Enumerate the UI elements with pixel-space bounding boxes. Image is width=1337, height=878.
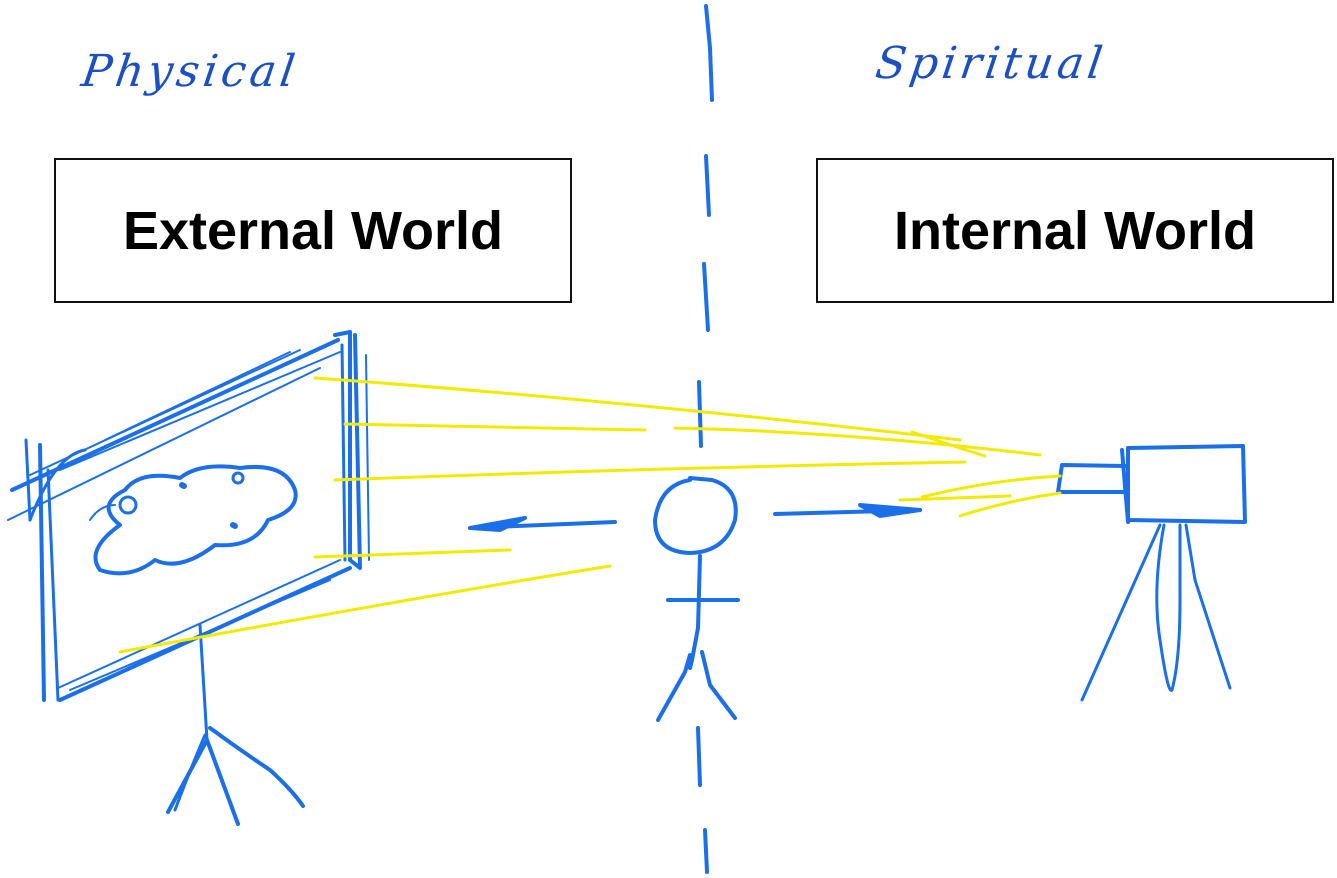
light-rays	[120, 378, 1060, 652]
spiritual-label: Spiritual	[872, 38, 1109, 89]
external-world-box: External World	[54, 158, 572, 303]
projection-screen-icon	[8, 332, 369, 824]
camera-on-tripod-icon	[1058, 446, 1245, 700]
internal-world-box: Internal World	[816, 158, 1334, 303]
internal-world-title: Internal World	[894, 200, 1256, 262]
view-arrows	[470, 505, 920, 530]
external-world-title: External World	[123, 200, 503, 262]
stick-figure-icon	[655, 478, 738, 720]
dashed-divider-line	[698, 6, 712, 872]
physical-label: Physical	[78, 46, 302, 97]
